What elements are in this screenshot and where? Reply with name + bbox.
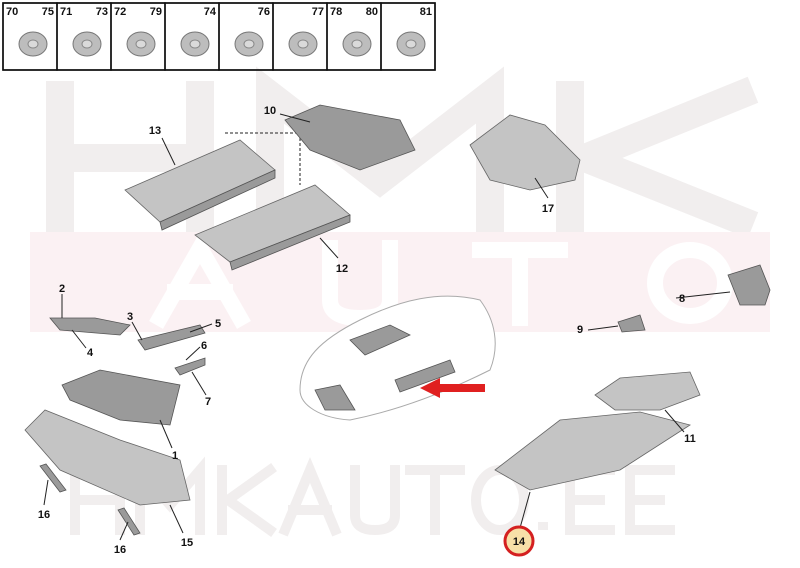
spring-clip-icon — [180, 31, 210, 57]
fastener-number-right: 76 — [258, 6, 270, 18]
part-3-5-6-7-brackets[interactable] — [137, 324, 206, 376]
fastener-number-left: 78 — [330, 6, 342, 18]
callout-6-label: 6 — [201, 340, 207, 352]
part-14-undertray[interactable] — [494, 411, 691, 491]
fastener-cell[interactable]: 81 — [380, 2, 436, 71]
screw-icon — [234, 31, 264, 57]
fastener-number-right: 73 — [96, 6, 108, 18]
callout-1-label: 1 — [172, 450, 178, 462]
fastener-cell[interactable]: 76 — [218, 2, 274, 71]
fastener-number-right: 74 — [204, 6, 217, 18]
fastener-number-left: 71 — [60, 6, 72, 18]
part-10-shield[interactable] — [284, 104, 416, 171]
clip-nut-icon — [72, 31, 102, 57]
fastener-number-right: 81 — [420, 6, 432, 18]
callout-7-label: 7 — [205, 396, 211, 408]
callout-16-label: 16 — [38, 509, 50, 521]
push-clip-icon — [342, 31, 372, 57]
callout-12-label: 12 — [336, 263, 348, 275]
part-13-undertray[interactable] — [124, 139, 276, 231]
fastener-number-left: 70 — [6, 6, 18, 18]
callout-10-label: 10 — [264, 105, 276, 117]
callout-labels: 13 10 17 12 2 3 5 4 6 7 1 8 9 11 16 16 15 — [38, 105, 696, 556]
callout-9-label: 9 — [577, 324, 583, 336]
part-15-bumper-tray[interactable] — [24, 409, 191, 506]
highlight-arrow — [420, 378, 485, 398]
callout-15-label: 15 — [181, 537, 193, 549]
fastener-cell[interactable]: 70 75 — [2, 2, 58, 71]
fastener-number-right: 77 — [312, 6, 324, 18]
callout-5-label: 5 — [215, 318, 221, 330]
fastener-number-right: 75 — [42, 6, 54, 18]
part-8-bracket[interactable] — [727, 264, 771, 306]
part-11-shield[interactable] — [594, 371, 701, 411]
watermark-auto-shape — [149, 231, 733, 329]
part-2-4-brackets[interactable] — [49, 317, 131, 336]
part-9-clip[interactable] — [617, 314, 646, 333]
callout-16-label: 16 — [114, 544, 126, 556]
callout-14-highlight[interactable]: 14 — [503, 525, 535, 557]
washer-bolt-icon — [396, 31, 426, 57]
fastener-cell[interactable]: 78 80 — [326, 2, 382, 71]
fastener-cell[interactable]: 77 — [272, 2, 328, 71]
fastener-cell[interactable]: 72 79 — [110, 2, 166, 71]
callout-4-label: 4 — [87, 347, 94, 359]
callout-3-label: 3 — [127, 311, 133, 323]
part-17-shield[interactable] — [469, 114, 581, 191]
callout-17-label: 17 — [542, 203, 554, 215]
fastener-cell[interactable]: 71 73 — [56, 2, 112, 71]
fastener-number-right: 80 — [366, 6, 378, 18]
callout-2-label: 2 — [59, 283, 65, 295]
callout-8-label: 8 — [679, 293, 685, 305]
fastener-number-left: 72 — [114, 6, 126, 18]
fastener-table: 70 75 71 73 72 79 74 76 77 78 80 81 — [2, 2, 436, 71]
watermark-logo — [30, 66, 770, 537]
callout-11-label: 11 — [684, 433, 696, 445]
fastener-cell-border — [380, 2, 436, 71]
flange-nut-icon — [126, 31, 156, 57]
fastener-cell[interactable]: 74 — [164, 2, 220, 71]
bolt-icon — [18, 31, 48, 57]
part-12-undertray[interactable] — [194, 184, 351, 271]
part-1-shield[interactable] — [61, 369, 181, 426]
fastener-number-right: 79 — [150, 6, 162, 18]
callout-14-label: 14 — [513, 536, 526, 548]
part-16-strip[interactable] — [39, 463, 141, 536]
rivet-nut-icon — [288, 31, 318, 57]
callout-13-label: 13 — [149, 125, 161, 137]
